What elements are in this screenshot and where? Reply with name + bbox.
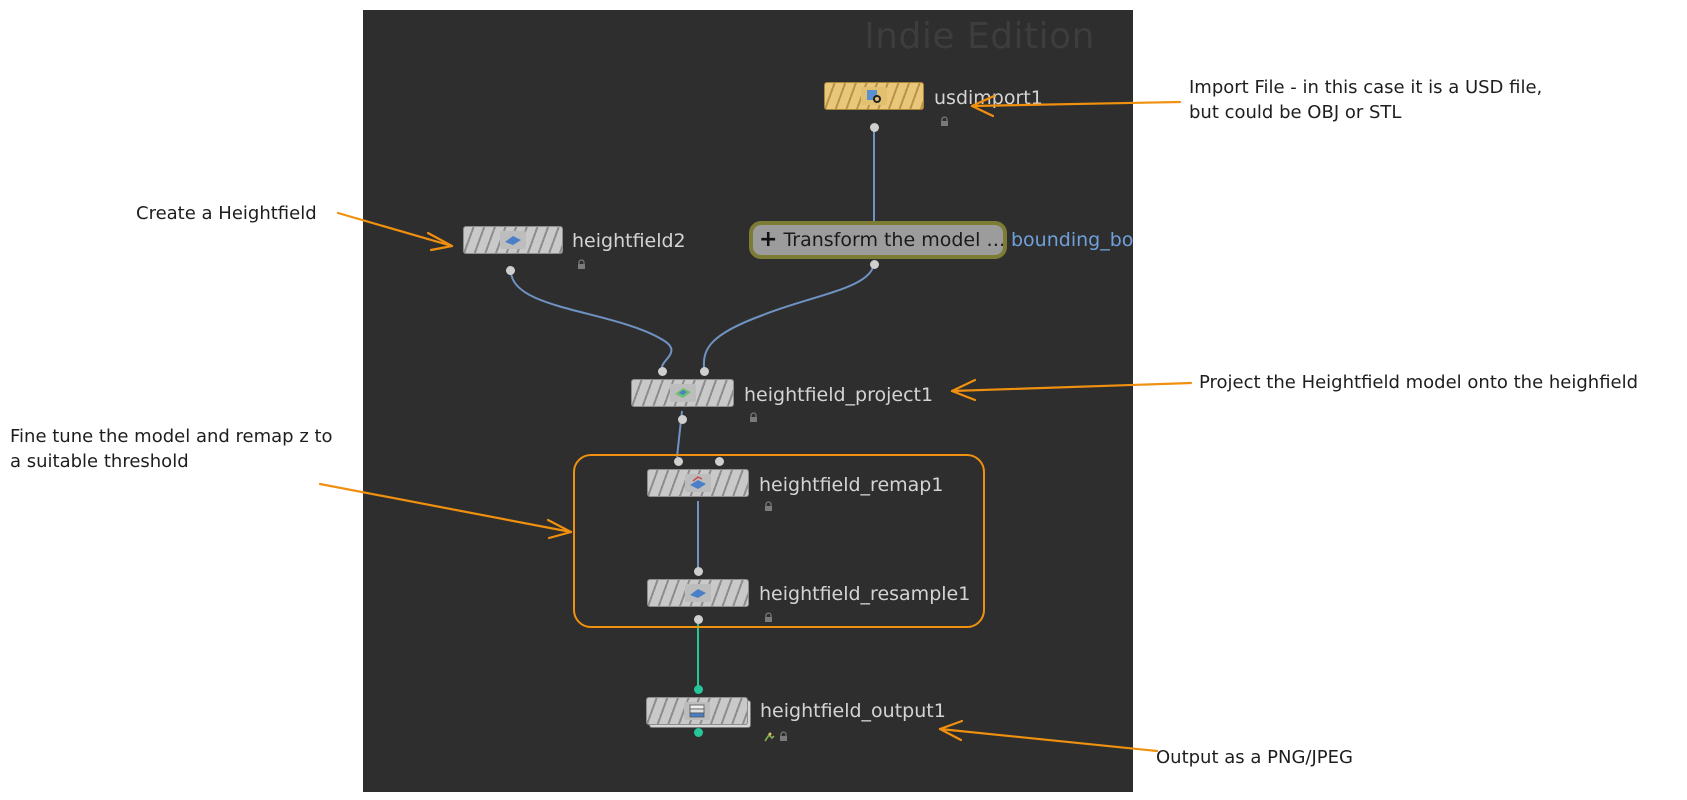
output-flag-icon[interactable] — [764, 731, 775, 742]
wire-transform-to-project — [702, 261, 875, 369]
heightfield-lock-icon[interactable] — [576, 259, 587, 270]
import-annotation-line-1: Import File - in this case it is a USD f… — [1189, 77, 1543, 98]
expand-plus-icon[interactable]: + — [759, 227, 778, 252]
heightfield-output-node[interactable] — [646, 697, 748, 725]
create-annotation: Create a Heightfield — [136, 203, 317, 224]
wire-heightfield-to-project — [510, 271, 673, 369]
finetune-group-box — [573, 454, 985, 628]
output-input-port[interactable] — [694, 685, 703, 694]
heightfield-icon — [500, 231, 526, 249]
remap-lock-icon[interactable] — [763, 501, 774, 512]
heightfield-output-port[interactable] — [506, 266, 515, 275]
heightfield-node-label: heightfield2 — [572, 230, 686, 252]
transform-output-port[interactable] — [870, 260, 879, 269]
usd-import-icon — [861, 87, 887, 105]
project-input-port-1[interactable] — [658, 367, 667, 376]
output-lock-icon[interactable] — [778, 731, 789, 742]
project-input-port-2[interactable] — [700, 367, 709, 376]
import-annotation-line-2: but could be OBJ or STL — [1189, 102, 1402, 123]
usdimport-lock-icon[interactable] — [939, 116, 950, 127]
usdimport-node[interactable] — [824, 82, 924, 110]
bounding-network-label[interactable]: bounding_bo — [1011, 229, 1133, 251]
heightfield-output-node-label: heightfield_output1 — [760, 700, 946, 722]
edition-watermark: Indie Edition — [864, 16, 1095, 57]
output-layers-icon — [684, 702, 710, 720]
resample-output-port[interactable] — [694, 615, 703, 624]
project-output-port[interactable] — [678, 415, 687, 424]
resample-input-port[interactable] — [694, 567, 703, 576]
resample-icon — [685, 584, 711, 602]
remap-input-port-2[interactable] — [715, 457, 724, 466]
network-editor-panel[interactable]: Indie Edition usdimport1 heightfield2 — [363, 10, 1133, 792]
remap-icon — [685, 474, 711, 492]
finetune-annotation-line-2: a suitable threshold — [10, 451, 189, 472]
output-output-port[interactable] — [694, 728, 703, 737]
transform-model-label: Transform the model … — [783, 229, 1003, 251]
output-annotation: Output as a PNG/JPEG — [1156, 747, 1353, 768]
heightfield-project-node[interactable] — [631, 379, 734, 407]
heightfield-resample-node[interactable] — [647, 579, 749, 607]
project-annotation: Project the Heightfield model onto the h… — [1199, 372, 1639, 393]
heightfield-remap-node[interactable] — [647, 469, 749, 497]
heightfield-node[interactable] — [463, 226, 563, 254]
transform-model-subnet[interactable]: + Transform the model … — [749, 221, 1007, 259]
finetune-annotation-line-1: Fine tune the model and remap z to — [10, 426, 333, 447]
resample-lock-icon[interactable] — [763, 612, 774, 623]
heightfield-project-node-label: heightfield_project1 — [744, 384, 934, 406]
usdimport-node-label: usdimport1 — [934, 87, 1043, 109]
project-lock-icon[interactable] — [748, 412, 759, 423]
heightfield-resample-node-label: heightfield_resample1 — [759, 583, 971, 605]
transform-model-subnet-body: + Transform the model … — [753, 225, 1003, 255]
remap-input-port-1[interactable] — [674, 457, 683, 466]
heightfield-remap-node-label: heightfield_remap1 — [759, 474, 944, 496]
project-icon — [669, 384, 696, 402]
usdimport-output-port[interactable] — [870, 123, 879, 132]
